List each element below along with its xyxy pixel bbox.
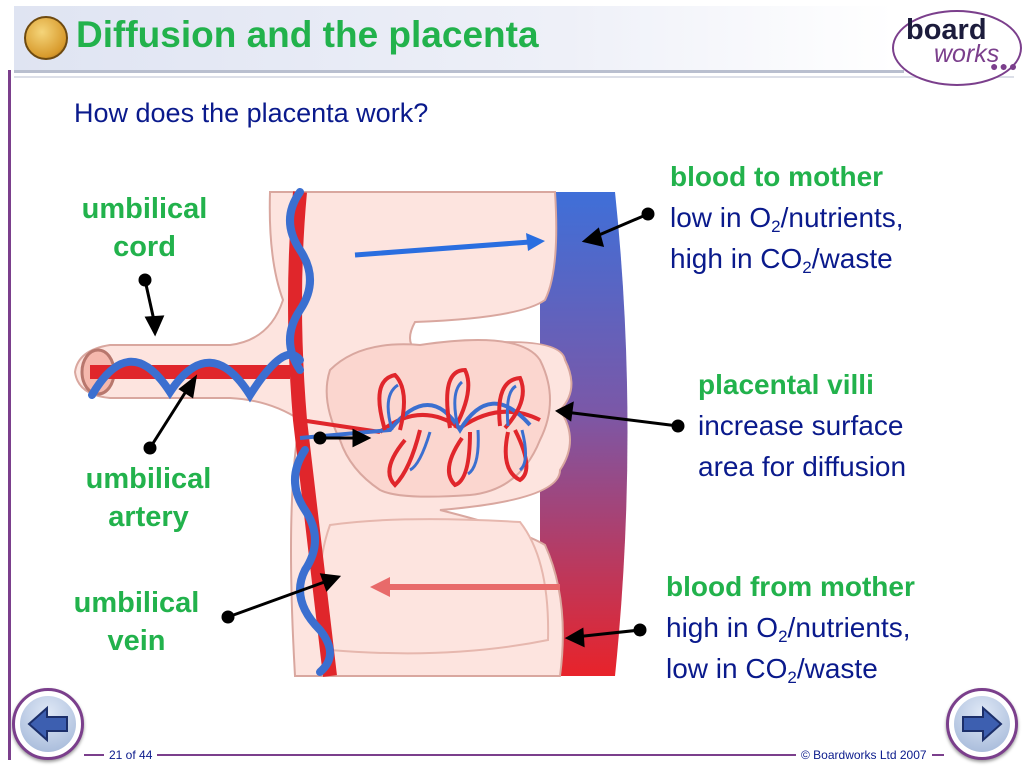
logo-dots-icon: ●●● [990,58,1019,74]
label-umbilical-cord: umbilical cord [62,190,227,266]
maternal-blood [540,192,628,676]
info-villi-heading: placental villi [698,369,874,400]
frame-left-border [8,70,11,760]
pointer-lines [138,207,685,648]
title-divider [14,70,904,73]
boardworks-logo [892,10,1022,86]
info-blood-from-mother: blood from mother high in O2/nutrients, … [666,566,915,689]
info-from-mother-l2-post: /waste [796,653,878,684]
info-to-mother-l1-sub: 2 [771,217,781,236]
info-from-mother-l1-pre: high in O [666,612,779,643]
footer-copyright: © Boardworks Ltd 2007 [796,748,932,762]
label-umbilical-cord-line1: umbilical [81,193,208,225]
label-umbilical-vein: umbilical vein [54,584,219,660]
arrow-left-icon [27,705,68,743]
villi-loops [377,367,529,488]
title-bar [14,6,1014,70]
info-from-mother-l1-post: /nutrients, [787,612,911,643]
label-umbilical-cord-line2: cord [113,231,176,263]
footer-divider [84,754,944,756]
info-to-mother-l1-pre: low in O [670,202,772,233]
label-umbilical-vein-line1: umbilical [73,587,200,619]
flow-arrow-from-mother [370,577,560,597]
previous-slide-button[interactable] [12,688,84,760]
page-title: Diffusion and the placenta [76,14,539,55]
info-villi-line2: area for diffusion [698,451,907,482]
label-umbilical-artery-line1: umbilical [85,463,212,495]
info-from-mother-l1-sub: 2 [778,627,788,646]
info-to-mother-l2-post: /waste [811,243,893,274]
label-umbilical-artery-line2: artery [108,501,189,533]
info-from-mother-l2-sub: 2 [787,668,797,687]
info-placental-villi: placental villi increase surface area fo… [698,364,906,487]
info-to-mother-l2-pre: high in CO [670,243,803,274]
next-slide-button[interactable] [946,688,1018,760]
info-blood-to-mother-heading: blood to mother [670,161,884,192]
info-villi-line1: increase surface [698,410,904,441]
villi-loops-blue [386,380,527,476]
info-to-mother-l2-sub: 2 [802,258,812,277]
umbilical-vein-vessel [88,188,334,676]
slide-page-indicator: 21 of 44 [104,748,158,762]
flow-arrow-to-mother [354,233,545,258]
title-divider-lower [14,76,1014,78]
info-blood-from-mother-heading: blood from mother [666,571,915,602]
logo-word-works: works [934,40,1000,68]
info-to-mother-l1-post: /nutrients, [780,202,904,233]
vein-branch [299,401,532,440]
question-heading: How does the placenta work? [74,98,429,128]
info-from-mother-l2-pre: low in CO [666,653,788,684]
topic-badge-icon [24,16,68,60]
logo-word-board: board [906,14,987,46]
label-umbilical-vein-line2: vein [107,625,166,657]
arrow-right-icon [962,705,1003,743]
info-blood-to-mother: blood to mother low in O2/nutrients, hig… [670,156,904,279]
label-umbilical-artery: umbilical artery [66,460,231,536]
